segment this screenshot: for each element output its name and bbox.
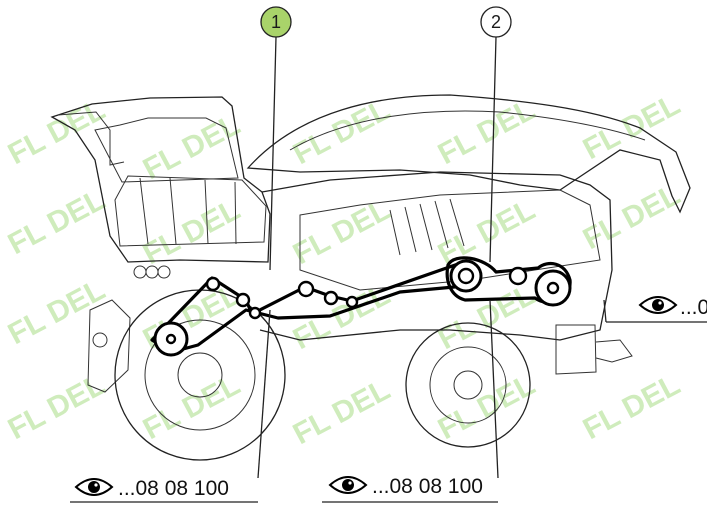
svg-text:FL DEL: FL DEL <box>433 278 541 356</box>
rear-wheel-hub <box>453 370 483 400</box>
callout-1[interactable]: 1 <box>257 6 292 479</box>
reference-3-label: ...0 <box>680 296 707 319</box>
svg-text:FL DEL: FL DEL <box>433 193 541 271</box>
svg-text:FL DEL: FL DEL <box>138 193 246 271</box>
svg-text:FL DEL: FL DEL <box>578 88 686 166</box>
watermark: FL DEL <box>3 368 111 446</box>
svg-text:FL DEL: FL DEL <box>3 183 111 261</box>
cab-outline <box>50 96 271 263</box>
rail-post <box>139 177 149 245</box>
idler-pulley <box>345 295 359 309</box>
rear-light <box>555 324 597 375</box>
idler-pulley <box>248 306 262 320</box>
reference-3[interactable]: ...0 <box>603 296 707 323</box>
watermark: FL DEL <box>433 368 541 446</box>
watermark: FL DEL <box>578 368 686 446</box>
hood-panel <box>299 189 601 291</box>
watermark: FL DEL <box>288 93 396 171</box>
watermark: FL DEL <box>138 368 246 446</box>
eye-icon <box>638 296 678 314</box>
idler-pulley <box>205 276 221 292</box>
callout-2-circle <box>480 6 512 38</box>
svg-text:FL DEL: FL DEL <box>578 368 686 446</box>
harvester-outline <box>50 94 691 461</box>
reference-2[interactable]: ...08 08 100 <box>322 475 498 503</box>
hood-vent <box>419 203 433 251</box>
spout-inner <box>289 110 646 151</box>
tension-pulley <box>508 266 528 286</box>
watermark: FL DEL <box>3 273 111 351</box>
svg-text:FL DEL: FL DEL <box>3 273 111 351</box>
cab-window <box>94 117 239 183</box>
watermark: FL DEL <box>578 88 686 166</box>
front-wheel-rim <box>144 319 256 431</box>
callout-1-leader-lower <box>257 309 271 479</box>
headlight <box>157 265 171 279</box>
eye-icon <box>74 478 114 496</box>
callout-1-number: 1 <box>271 12 281 32</box>
hood-vent <box>404 206 417 253</box>
hood-vent <box>434 200 449 249</box>
hood-vent <box>449 198 465 247</box>
hood-vent <box>389 209 401 256</box>
rail-post <box>204 179 209 245</box>
idler-pulley <box>297 280 315 298</box>
belt-drive <box>150 256 572 357</box>
watermark: FL DEL <box>288 193 396 271</box>
watermark: FL DEL <box>3 183 111 261</box>
callout-1-leader <box>269 36 277 271</box>
watermark-layer: FL DEL FL DEL FL DEL FL DEL FL DEL FL DE… <box>3 88 686 451</box>
reference-3-leader <box>603 299 607 323</box>
rear-hitch <box>595 339 633 363</box>
header-hub <box>92 332 108 348</box>
svg-text:FL DEL: FL DEL <box>3 368 111 446</box>
callout-2-leader-lower <box>489 299 499 479</box>
rail-post <box>234 181 237 245</box>
reference-1[interactable]: ...08 08 100 <box>70 477 258 503</box>
idler-pulley <box>235 292 251 308</box>
headlight <box>133 265 147 279</box>
rail-post <box>169 177 177 245</box>
cab-rail <box>114 175 267 247</box>
watermark: FL DEL <box>138 193 246 271</box>
svg-text:FL DEL: FL DEL <box>288 193 396 271</box>
callout-2-number: 2 <box>491 12 501 32</box>
svg-text:FL DEL: FL DEL <box>433 368 541 446</box>
drive-pulley-hub <box>165 333 177 345</box>
front-header <box>87 299 131 393</box>
reference-2-label: ...08 08 100 <box>372 475 483 498</box>
callout-1-circle <box>260 6 292 38</box>
watermark: FL DEL <box>138 108 246 186</box>
callout-2-leader <box>489 36 497 263</box>
watermark: FL DEL <box>288 373 396 451</box>
idler-pulley <box>323 290 339 306</box>
callout-2[interactable]: 2 <box>480 6 512 479</box>
cab-mirror <box>57 111 125 166</box>
watermark: FL DEL <box>433 193 541 271</box>
svg-text:FL DEL: FL DEL <box>288 373 396 451</box>
svg-text:FL DEL: FL DEL <box>138 108 246 186</box>
main-pulley-hub <box>457 267 475 285</box>
eye-icon <box>328 476 368 494</box>
svg-text:FL DEL: FL DEL <box>288 93 396 171</box>
rear-wheel-rim <box>429 346 507 424</box>
watermark: FL DEL <box>433 93 541 171</box>
belt-2 <box>445 256 572 304</box>
svg-text:FL DEL: FL DEL <box>138 368 246 446</box>
watermark: FL DEL <box>433 278 541 356</box>
svg-text:FL DEL: FL DEL <box>433 93 541 171</box>
blower-pulley-hub <box>546 281 560 295</box>
body-outline <box>259 171 613 341</box>
rear-wheel <box>405 322 531 448</box>
discharge-spout <box>246 94 691 214</box>
front-wheel-hub <box>177 352 223 398</box>
reference-1-label: ...08 08 100 <box>118 477 229 500</box>
